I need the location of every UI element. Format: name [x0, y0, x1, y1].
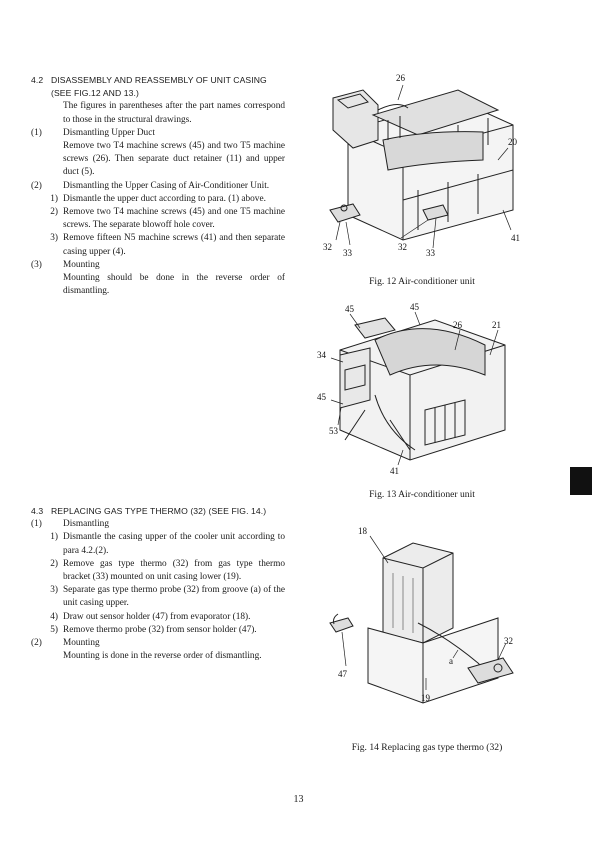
item-number: (2) [31, 638, 42, 649]
list-item: 1) Dismantle the casing upper of the coo… [31, 531, 285, 557]
item-body: Mounting should be done in the reverse o… [63, 273, 285, 297]
section-4-2: 4.2 DISASSEMBLY AND REASSEMBLY OF UNIT C… [31, 74, 285, 298]
item-number: 2) [50, 558, 58, 569]
callout-26: 26 [396, 73, 406, 83]
item-title: Remove thermo probe (32) from sensor hol… [63, 624, 257, 635]
section-tab-marker [570, 467, 592, 495]
callout-32b: 32 [398, 242, 407, 252]
item-number: 4) [50, 611, 58, 622]
figure-14: 18 32 47 a 19 [318, 518, 528, 718]
item-title: Dismantling Upper Duct [63, 127, 155, 138]
item-body: Mounting is done in the reverse order of… [63, 651, 262, 662]
list-item: 3) Separate gas type thermo probe (32) f… [31, 584, 285, 610]
item-number: 3) [50, 585, 58, 596]
item-number: (3) [31, 259, 42, 270]
figure-13: 45 45 26 21 34 45 53 41 [315, 300, 525, 480]
section-number: 4.3 [31, 506, 44, 516]
item-title: Remove two T4 machine screws (45) and on… [63, 207, 285, 231]
item-number: 3) [50, 233, 58, 244]
callout-21: 21 [492, 320, 501, 330]
item-number: (1) [31, 519, 42, 530]
callout-53: 53 [329, 426, 339, 436]
section-number: 4.2 [31, 75, 44, 85]
callout-33b: 33 [426, 248, 436, 258]
item-number: 2) [50, 207, 58, 218]
section-4-3: 4.3 REPLACING GAS TYPE THERMO (32) (SEE … [31, 505, 285, 663]
item-title: Separate gas type thermo probe (32) from… [63, 585, 285, 609]
item-title: Mounting [63, 259, 100, 270]
item-number: (2) [31, 180, 42, 191]
section-title: DISASSEMBLY AND REASSEMBLY OF UNIT CASIN… [51, 75, 267, 99]
figure-12: 26 20 41 32 33 32 33 [308, 70, 533, 270]
page-number: 13 [293, 794, 304, 805]
list-item: 5) Remove thermo probe (32) from sensor … [31, 624, 285, 637]
item-title: Dismantle the casing upper of the cooler… [63, 532, 285, 556]
item-title: Dismantling [63, 519, 109, 530]
list-item: (3) Mounting [31, 259, 285, 272]
callout-18: 18 [358, 526, 368, 536]
fig-12-caption: Fig. 12 Air-conditioner unit [369, 276, 475, 287]
list-item: (2) Dismantling the Upper Casing of Air-… [31, 180, 285, 193]
air-conditioner-unit-illustration: 26 20 41 32 33 32 33 [323, 73, 520, 258]
item-title: Remove fifteen N5 machine screws (41) an… [63, 233, 285, 257]
item-number: (1) [31, 127, 42, 138]
item-title: Remove gas type thermo (32) from gas typ… [63, 558, 285, 583]
section-heading: 4.3 REPLACING GAS TYPE THERMO (32) (SEE … [31, 505, 285, 518]
section-title: REPLACING GAS TYPE THERMO (32) (SEE FIG.… [51, 506, 267, 516]
callout-41: 41 [390, 466, 399, 476]
item-title: Dismantling the Upper Casing of Air-Cond… [63, 180, 270, 191]
list-item: 2) Remove two T4 machine screws (45) and… [31, 206, 285, 232]
callout-45c: 45 [317, 392, 327, 402]
callout-32: 32 [323, 242, 332, 252]
list-item: 4) Draw out sensor holder (47) from evap… [31, 611, 285, 624]
callout-20: 20 [508, 137, 518, 147]
fig-13-caption: Fig. 13 Air-conditioner unit [369, 489, 475, 500]
callout-45: 45 [345, 304, 355, 314]
gas-thermo-illustration: 18 32 47 a 19 [329, 526, 514, 704]
air-conditioner-unit-open-illustration: 45 45 26 21 34 45 53 41 [317, 302, 506, 476]
section-heading: 4.2 DISASSEMBLY AND REASSEMBLY OF UNIT C… [31, 74, 285, 100]
item-title: Draw out sensor holder (47) from evapora… [63, 611, 251, 622]
list-item: 2) Remove gas type thermo (32) from gas … [31, 558, 285, 584]
item-body: Remove two T4 machine screws (45) and tw… [63, 141, 285, 178]
item-title: Mounting [63, 638, 100, 649]
list-item: (1) Dismantling Upper Duct [31, 127, 285, 140]
item-number: 1) [50, 193, 58, 204]
callout-33: 33 [343, 248, 353, 258]
item-title: Dismantle the upper duct according to pa… [63, 193, 266, 204]
intro-paragraph: The figures in parentheses after the par… [63, 101, 285, 125]
callout-45b: 45 [410, 302, 420, 312]
list-item: (1) Dismantling [31, 518, 285, 531]
callout-19: 19 [421, 693, 431, 703]
item-number: 1) [50, 532, 58, 543]
callout-26: 26 [453, 320, 463, 330]
item-number: 5) [50, 624, 58, 635]
list-item: 1) Dismantle the upper duct according to… [31, 193, 285, 206]
callout-34: 34 [317, 350, 327, 360]
list-item: 3) Remove fifteen N5 machine screws (41)… [31, 232, 285, 258]
callout-a: a [449, 656, 453, 666]
fig-14-caption: Fig. 14 Replacing gas type thermo (32) [351, 742, 503, 753]
callout-32: 32 [504, 636, 513, 646]
callout-47: 47 [338, 669, 348, 679]
callout-41: 41 [511, 233, 520, 243]
list-item: (2) Mounting [31, 637, 285, 650]
